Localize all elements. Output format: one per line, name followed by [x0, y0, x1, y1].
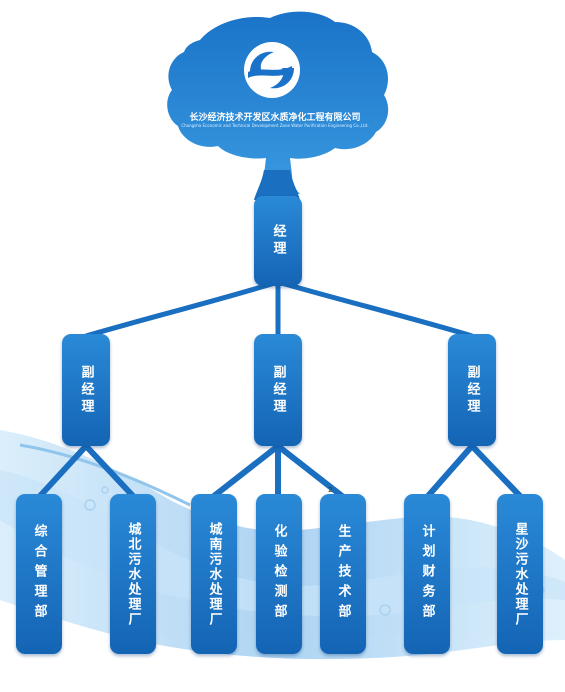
page-number: 2: [328, 486, 333, 494]
deputy-node: 副经理: [62, 334, 110, 446]
deputy-label: 副经理: [78, 364, 94, 416]
department-node: 城南污水处理厂: [191, 494, 237, 654]
department-node: 生产技术部: [320, 494, 366, 654]
department-node: 计划财务部: [404, 494, 450, 654]
manager-node: 经理: [254, 196, 302, 286]
connector-lines: [37, 279, 523, 499]
deputy-node: 副经理: [448, 334, 496, 446]
department-label: 城北污水处理厂: [125, 521, 141, 627]
department-node: 星沙污水处理厂: [497, 494, 543, 654]
department-node: 综合管理部: [16, 494, 62, 654]
department-label: 城南污水处理厂: [206, 521, 222, 627]
tree-logo: [167, 11, 389, 200]
department-label: 综合管理部: [31, 524, 47, 624]
department-label: 化验检测部: [271, 524, 287, 624]
department-label: 生产技术部: [335, 524, 351, 624]
department-node: 化验检测部: [256, 494, 302, 654]
deputy-label: 副经理: [270, 364, 286, 416]
company-name-cn: 长沙经济技术开发区水质净化工程有限公司: [189, 113, 361, 123]
department-label: 计划财务部: [419, 524, 435, 624]
company-name-en: Changsha Economic and Technical Developm…: [181, 123, 369, 128]
manager-label: 经理: [270, 224, 286, 258]
deputy-label: 副经理: [464, 364, 480, 416]
department-node: 城北污水处理厂: [110, 494, 156, 654]
deputy-node: 副经理: [254, 334, 302, 446]
department-label: 星沙污水处理厂: [512, 521, 528, 627]
